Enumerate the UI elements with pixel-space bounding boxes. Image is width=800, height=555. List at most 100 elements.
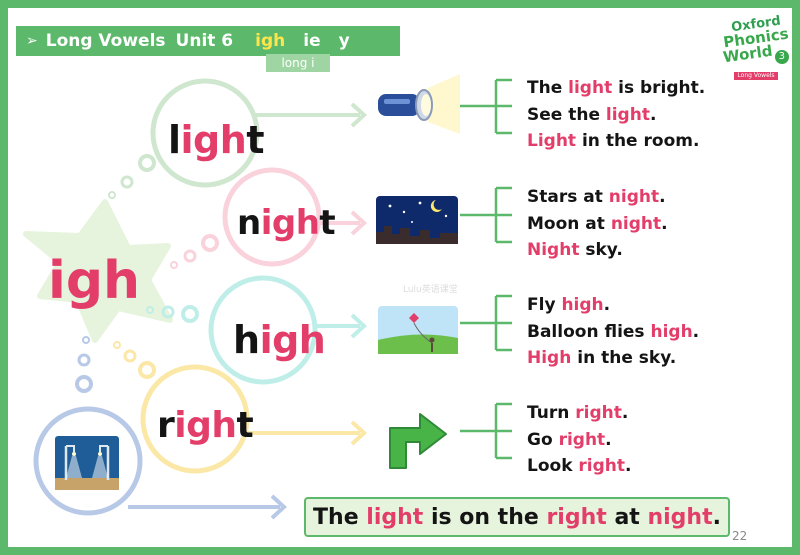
word-night: night — [237, 203, 336, 243]
sentence-line: The light is bright. — [527, 75, 705, 102]
summary-text: at — [606, 504, 648, 530]
sentence-text: Turn — [527, 403, 576, 423]
watermark: Lulu英语课堂 — [403, 285, 458, 295]
sentence-text: See the — [527, 104, 606, 125]
kite-picture — [378, 306, 458, 354]
bubble-dots — [75, 154, 219, 393]
word-arrows — [128, 102, 367, 520]
sentence-text: Stars at — [527, 187, 609, 207]
sentence-line: Turn right. — [527, 400, 632, 427]
ring-right — [140, 364, 250, 474]
sentence-highlight: Light — [527, 131, 577, 151]
word-web-diagram — [23, 74, 512, 520]
sentence-text: Look — [527, 456, 579, 476]
sentence-line: Moon at night. — [527, 211, 668, 238]
sentence-text: Moon at — [527, 213, 611, 234]
sentence-highlight: night — [608, 187, 660, 207]
center-igh-label: igh — [48, 251, 141, 311]
ring-light — [150, 78, 260, 188]
sentence-highlight: Night — [527, 240, 580, 260]
sentence-text: . — [692, 321, 700, 342]
header-spelling-y: y — [338, 31, 350, 51]
sentence-highlight: high — [650, 321, 693, 342]
sentence-highlight: light — [605, 104, 650, 125]
sentence-text: . — [649, 104, 657, 125]
arrow-high-head — [350, 313, 367, 339]
word-part: n — [237, 203, 261, 243]
summary-text: The — [313, 504, 367, 530]
word-highlight: igh — [174, 405, 237, 446]
sentence-text: . — [625, 456, 632, 476]
sentence-text: The — [527, 78, 569, 98]
sentence-text: . — [621, 403, 629, 423]
sentence-highlight: right — [558, 429, 606, 450]
word-high: high — [233, 318, 326, 362]
sentence-text: . — [659, 187, 666, 207]
logo-tag: Long Vowels — [734, 72, 778, 80]
arrow-light-head — [350, 102, 367, 128]
sentence-line: Night sky. — [527, 237, 668, 264]
header-spelling-igh: igh — [255, 31, 286, 51]
summary-highlight: night — [647, 504, 713, 530]
sentence-text: . — [603, 295, 611, 315]
word-right: right — [157, 405, 254, 446]
summary-highlight: light — [366, 504, 424, 530]
header-title: Long Vowels — [45, 31, 166, 51]
sentence-text: in the room. — [576, 131, 700, 151]
sentence-text: in the sky. — [571, 348, 677, 368]
long-i-label: long i — [266, 54, 330, 72]
night-sky-picture — [376, 196, 458, 244]
summary-highlight: right — [546, 504, 607, 530]
arrow-night-head — [350, 210, 367, 236]
sentence-text: sky. — [579, 240, 623, 260]
header-arrow-icon: ➢ — [26, 33, 38, 49]
sentences-right: Turn right.Go right.Look right. — [527, 400, 632, 480]
night-lamp-picture — [55, 436, 119, 490]
sentence-line: Fly high. — [527, 292, 699, 319]
word-part: r — [157, 405, 175, 446]
word-part: l — [168, 118, 181, 162]
sentence-highlight: High — [527, 348, 572, 368]
star-shape — [23, 199, 173, 343]
sentence-text: Go — [527, 429, 559, 450]
page-number: 22 — [732, 529, 748, 543]
sentence-text: . — [605, 429, 612, 450]
word-highlight: igh — [259, 318, 326, 362]
sentence-highlight: right — [575, 403, 622, 423]
sentence-text: . — [661, 213, 668, 234]
sentence-highlight: right — [578, 456, 626, 476]
sentence-highlight: high — [561, 295, 604, 315]
word-part: t — [319, 203, 336, 243]
ring-night — [222, 167, 322, 267]
summary-sentence: The light is on the right at night. — [304, 497, 730, 537]
ring-high — [208, 275, 318, 385]
arrow-bottom-head — [270, 494, 287, 520]
word-part: h — [233, 318, 260, 362]
word-part: t — [246, 118, 264, 162]
sentence-brackets — [460, 78, 512, 460]
flashlight-picture — [378, 74, 460, 134]
sentences-night: Stars at night.Moon at night.Night sky. — [527, 184, 668, 264]
sentence-text: is bright. — [612, 78, 706, 98]
sentences-light: The light is bright.See the light.Light … — [527, 75, 705, 155]
sentence-highlight: night — [610, 213, 662, 234]
header-unit: Unit 6 — [175, 31, 234, 51]
summary-text: . — [712, 504, 721, 530]
word-light: light — [168, 118, 264, 162]
arrow-right-head — [350, 420, 367, 446]
summary-text: is on the — [423, 504, 547, 530]
sentence-line: High in the sky. — [527, 345, 699, 372]
sentence-line: Balloon flies high. — [527, 319, 699, 346]
sentence-line: Light in the room. — [527, 128, 705, 155]
word-highlight: igh — [180, 118, 247, 162]
sentence-line: Stars at night. — [527, 184, 668, 211]
sentence-line: Look right. — [527, 453, 632, 480]
sentence-text: Fly — [527, 295, 562, 315]
word-highlight: igh — [260, 203, 320, 243]
sentence-line: Go right. — [527, 427, 632, 454]
sentence-line: See the light. — [527, 102, 705, 129]
unit-header: ➢ Long Vowels Unit 6 igh ie y — [16, 26, 400, 56]
sentence-highlight: light — [568, 78, 613, 98]
